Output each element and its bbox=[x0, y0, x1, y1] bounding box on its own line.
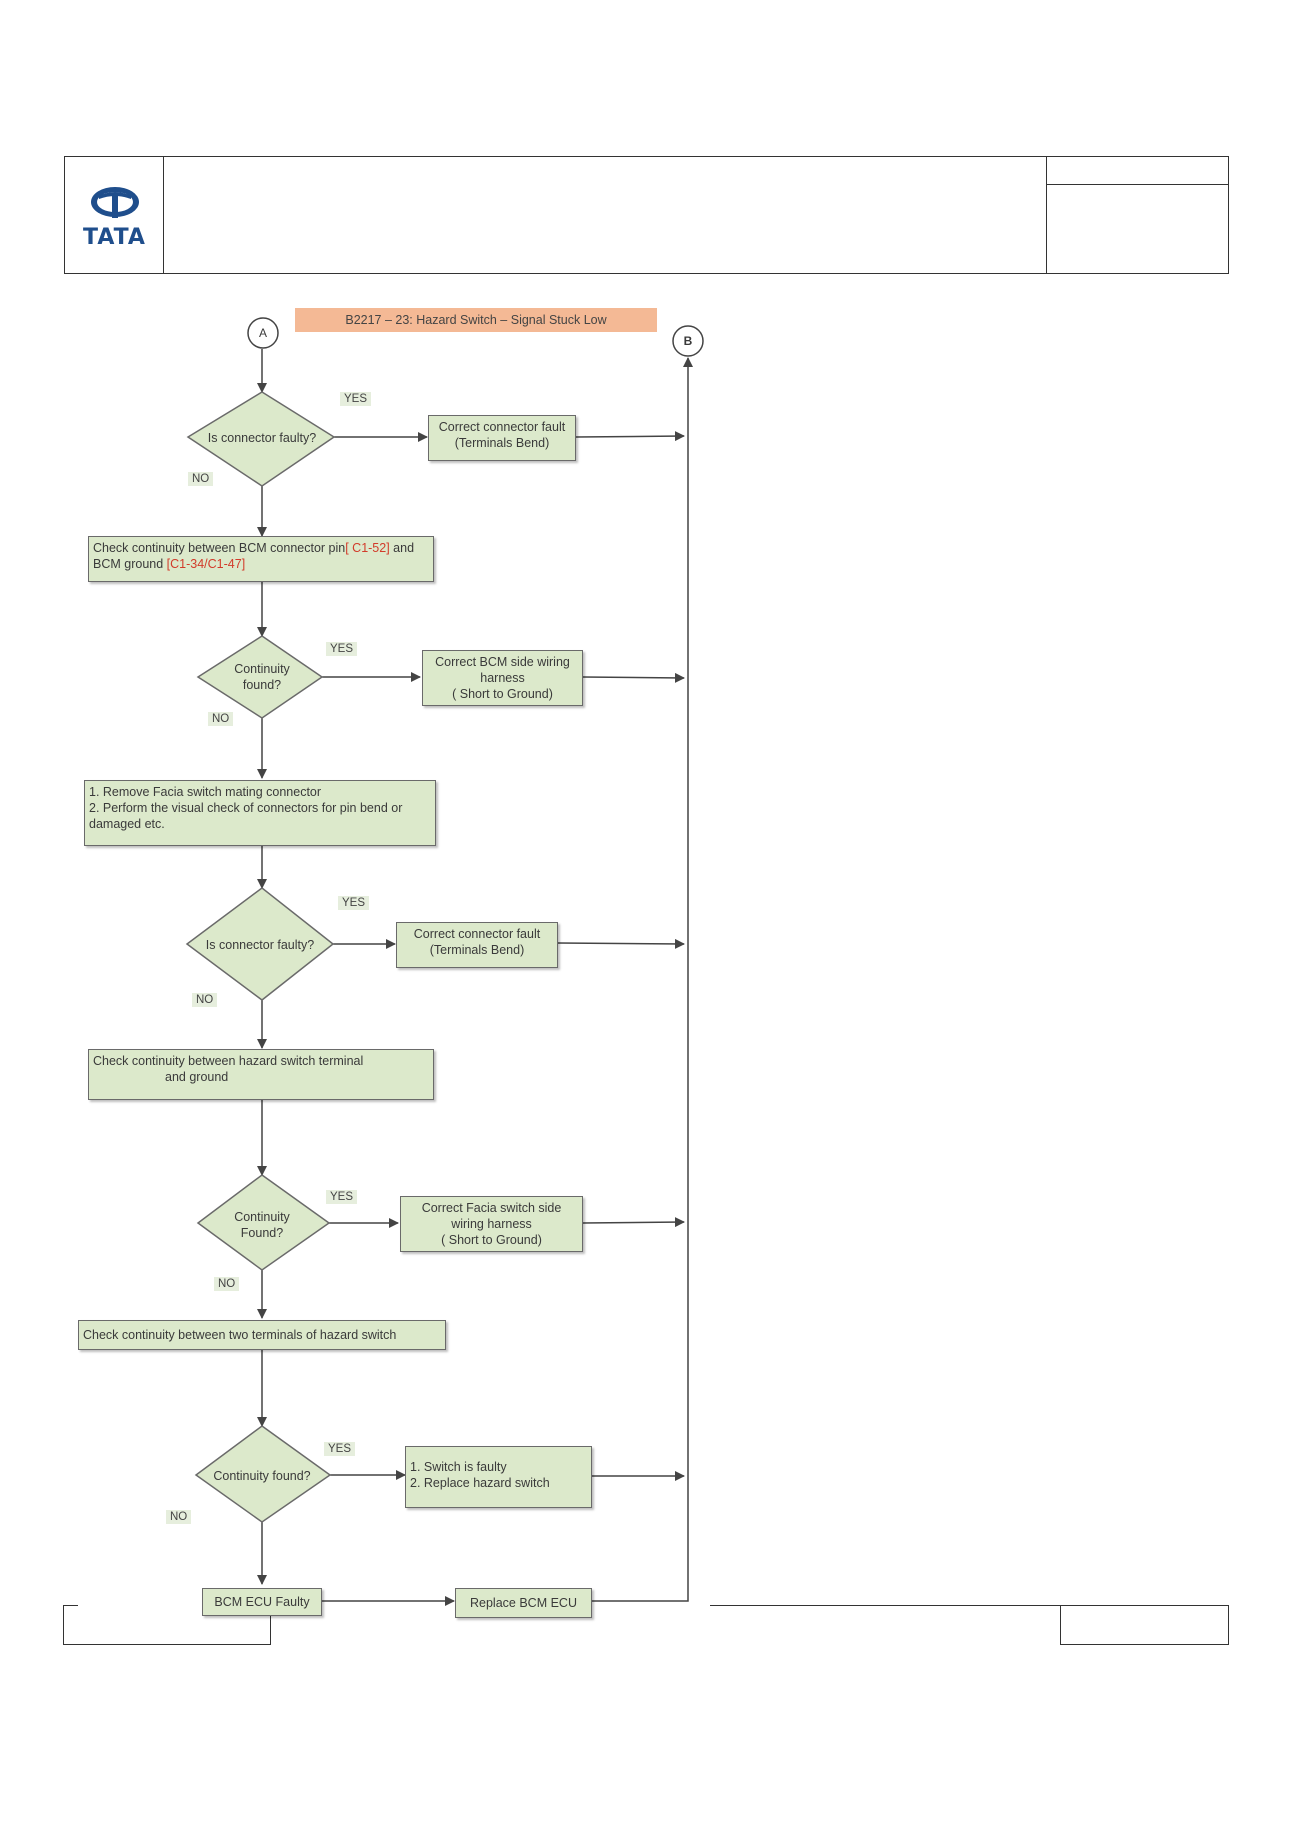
no-label-4: NO bbox=[214, 1277, 240, 1291]
header-right-cell bbox=[1046, 157, 1228, 273]
final-action-box: Replace BCM ECU bbox=[455, 1588, 592, 1618]
yes-label-2: YES bbox=[326, 642, 358, 656]
action-2-line-1: Correct BCM side wiring bbox=[435, 655, 570, 669]
action-box-2: Correct BCM side wiring harness ( Short … bbox=[422, 650, 583, 706]
yes-label-1: YES bbox=[340, 392, 372, 406]
decision-4-text: Continuity Found? bbox=[212, 1209, 312, 1241]
decision-4-line-2: Found? bbox=[240, 1226, 284, 1240]
connector-a-circle bbox=[247, 317, 279, 349]
final-action-text: Replace BCM ECU bbox=[470, 1596, 577, 1610]
yes-label-4: YES bbox=[326, 1190, 358, 1204]
decision-2-line-2: found? bbox=[242, 678, 282, 692]
action-box-4: Correct Facia switch side wiring harness… bbox=[400, 1196, 583, 1252]
final-box-text: BCM ECU Faulty bbox=[214, 1595, 310, 1609]
flowchart-title: B2217 – 23: Hazard Switch – Signal Stuck… bbox=[295, 308, 657, 332]
final-box: BCM ECU Faulty bbox=[202, 1588, 322, 1616]
step-1-line-2-prefix: BCM ground bbox=[93, 557, 167, 571]
decision-diamond-3 bbox=[185, 887, 335, 1001]
action-3-line-1: Correct connector fault bbox=[413, 927, 541, 941]
yes-label-5: YES bbox=[324, 1442, 356, 1456]
no-label-3: NO bbox=[192, 993, 218, 1007]
step-1-mid: and bbox=[389, 541, 415, 555]
logo-text: TATA bbox=[83, 225, 146, 250]
step-3-line-2: and ground bbox=[165, 1070, 229, 1084]
step-1-ground: [C1-34/C1-47] bbox=[166, 557, 246, 571]
action-4-line-2: wiring harness bbox=[451, 1217, 532, 1231]
action-1-line-1: Correct connector fault bbox=[438, 420, 566, 434]
action-box-1: Correct connector fault (Terminals Bend) bbox=[428, 415, 576, 461]
action-4-line-3: ( Short to Ground) bbox=[441, 1233, 542, 1247]
footer-left-box bbox=[63, 1605, 271, 1645]
action-2-line-3: ( Short to Ground) bbox=[452, 687, 553, 701]
decision-2-text: Continuity found? bbox=[212, 661, 312, 693]
decision-diamond-2 bbox=[196, 635, 324, 719]
step-box-3: Check continuity between hazard switch t… bbox=[88, 1049, 434, 1100]
decision-4-line-1: Continuity bbox=[234, 1210, 290, 1224]
step-4-text: Check continuity between two terminals o… bbox=[83, 1328, 397, 1342]
step-box-4: Check continuity between two terminals o… bbox=[78, 1320, 446, 1350]
action-5-line-1: 1. Switch is faulty bbox=[410, 1460, 507, 1474]
decision-3-text: Is connector faulty? bbox=[205, 938, 315, 952]
step-2-line-1: 1. Remove Facia switch mating connector bbox=[89, 785, 322, 799]
header-right-top-cell bbox=[1047, 157, 1228, 185]
decision-2-line-1: Continuity bbox=[234, 662, 290, 676]
no-label-2: NO bbox=[208, 712, 234, 726]
step-1-prefix: Check continuity between BCM connector p… bbox=[93, 541, 346, 555]
step-2-line-3: damaged etc. bbox=[89, 817, 165, 831]
footer-left-top-tick bbox=[63, 1605, 78, 1606]
decision-diamond-5 bbox=[194, 1425, 332, 1523]
decision-diamond-1 bbox=[186, 391, 336, 487]
action-5-line-2: 2. Replace hazard switch bbox=[410, 1476, 550, 1490]
decision-diamond-4 bbox=[196, 1174, 331, 1271]
action-box-3: Correct connector fault (Terminals Bend) bbox=[396, 922, 558, 968]
step-2-line-2: 2. Perform the visual check of connector… bbox=[89, 801, 403, 815]
step-3-line-1: Check continuity between hazard switch t… bbox=[93, 1054, 364, 1068]
footer-middle-line bbox=[710, 1605, 1060, 1606]
decision-1-text: Is connector faulty? bbox=[207, 431, 317, 445]
connector-a-label: A bbox=[258, 326, 267, 340]
action-4-line-1: Correct Facia switch side bbox=[421, 1201, 562, 1215]
step-1-pin: [ C1-52] bbox=[345, 541, 390, 555]
document-header: TATA bbox=[64, 156, 1229, 274]
yes-label-3: YES bbox=[338, 896, 370, 910]
tata-logo-icon bbox=[91, 187, 139, 218]
step-box-1: Check continuity between BCM connector p… bbox=[88, 536, 434, 582]
no-label-1: NO bbox=[188, 472, 214, 486]
footer-right-box bbox=[1060, 1605, 1229, 1645]
step-box-2: 1. Remove Facia switch mating connector … bbox=[84, 780, 436, 846]
logo-cell: TATA bbox=[65, 157, 164, 273]
action-3-line-2: (Terminals Bend) bbox=[429, 943, 525, 957]
action-1-line-2: (Terminals Bend) bbox=[454, 436, 550, 450]
no-label-5: NO bbox=[166, 1510, 192, 1524]
action-box-5: 1. Switch is faulty 2. Replace hazard sw… bbox=[405, 1446, 592, 1508]
action-2-line-2: harness bbox=[480, 671, 525, 685]
decision-5-text: Continuity found? bbox=[213, 1469, 311, 1483]
connector-b-circle bbox=[672, 325, 704, 357]
connector-b-label: B bbox=[683, 334, 693, 348]
